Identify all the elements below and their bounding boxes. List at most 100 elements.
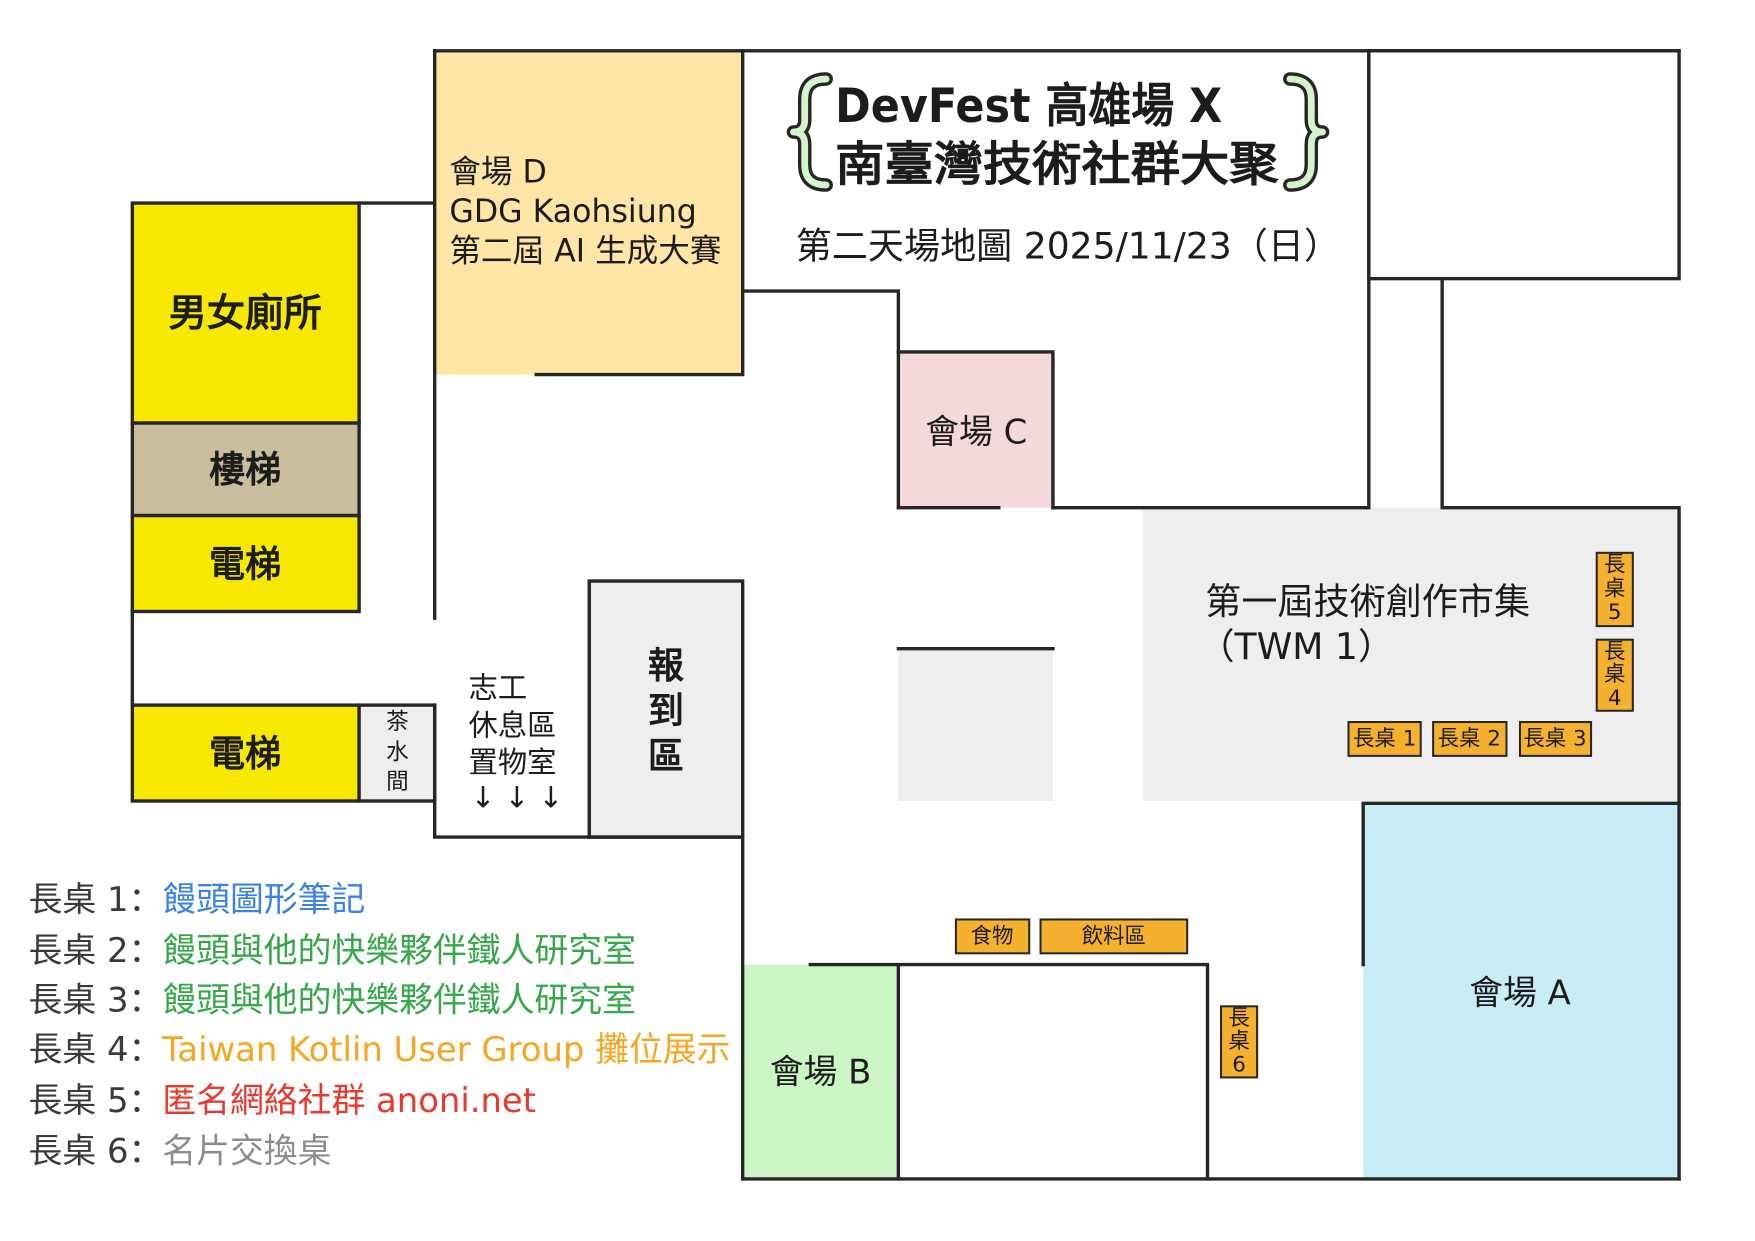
title-line-1: DevFest 高雄場 X — [835, 79, 1222, 134]
wall-lower-corridor — [432, 703, 745, 1181]
top-right-room — [1367, 49, 1681, 281]
food-station: 食物 — [954, 918, 1031, 955]
pantry-label: 茶 水 間 — [386, 709, 409, 795]
drinks-station-label: 飲料區 — [1082, 924, 1146, 949]
volunteer-line: 志工 — [469, 671, 528, 705]
session-d-organizer: GDG Kaohsiung — [449, 194, 696, 230]
session-a-name: 會場 A — [1469, 973, 1571, 1012]
food-station-label: 食物 — [971, 924, 1014, 949]
left-brace-icon-fill — [790, 75, 830, 189]
market-subname: （TWM 1） — [1198, 625, 1394, 668]
table-3-rect — [1518, 721, 1593, 757]
elevator-upper-label: 電梯 — [209, 543, 281, 586]
session-c-name: 會場 C — [925, 413, 1027, 452]
table-6-rect — [1220, 1005, 1259, 1079]
session-b-room — [742, 964, 899, 1179]
wall-title-area — [740, 49, 1371, 510]
table-4-char: 4 — [1608, 686, 1622, 711]
walls — [130, 49, 1681, 1181]
check-in-char: 到 — [648, 689, 684, 732]
table-1: 長桌 1 — [1347, 721, 1422, 757]
pantry-char: 茶 — [386, 709, 409, 735]
session-d-event: 第二屆 AI 生成大賽 — [449, 234, 721, 270]
legend-text: 饅頭圖形筆記 — [162, 880, 365, 919]
legend-row: 長桌 2：饅頭與他的快樂夥伴鐵人研究室 — [29, 930, 636, 969]
table-4-char: 桌 — [1604, 662, 1625, 687]
elevator-lower-label: 電梯 — [209, 732, 281, 775]
table-5-char: 5 — [1608, 600, 1622, 625]
drinks-station-rect — [1039, 918, 1189, 955]
food-station-rect — [954, 918, 1031, 955]
volunteer-room-label: 志工 休息區 置物室 ↓ ↓ ↓ — [469, 671, 564, 814]
legend-row: 長桌 3：饅頭與他的快樂夥伴鐵人研究室 — [29, 980, 636, 1019]
legend-label: 長桌 3： — [29, 980, 163, 1019]
bottom-middle-room — [898, 964, 1208, 1179]
legend-text: 饅頭與他的快樂夥伴鐵人研究室 — [162, 980, 636, 1019]
pantry-char: 間 — [386, 769, 409, 795]
table-6-char: 長 — [1228, 1006, 1249, 1031]
check-in-label: 報 到 區 — [648, 644, 685, 777]
volunteer-line: 休息區 — [469, 708, 557, 742]
wall-left-corridor — [130, 49, 437, 707]
legend-row: 長桌 1：饅頭圖形筆記 — [29, 880, 366, 919]
wall-session-b — [808, 962, 1210, 1181]
title-line-2: 南臺灣技術社群大聚 — [835, 138, 1279, 193]
table-5-rect — [1595, 551, 1634, 628]
volunteer-line: 置物室 — [469, 746, 557, 780]
legend-row: 長桌 5：匿名網絡社群 anoni.net — [29, 1080, 536, 1119]
legend-row: 長桌 6：名片交換桌 — [29, 1131, 332, 1170]
legend-text: 名片交換桌 — [162, 1131, 331, 1170]
table-5-char: 長 — [1604, 553, 1625, 578]
table-4-rect — [1595, 638, 1634, 712]
table-3: 長桌 3 — [1518, 721, 1593, 757]
table-4: 長 桌 4 — [1595, 638, 1634, 712]
legend: 長桌 1：饅頭圖形筆記 長桌 2：饅頭與他的快樂夥伴鐵人研究室 長桌 3：饅頭與… — [29, 880, 731, 1171]
table-2: 長桌 2 — [1432, 721, 1508, 757]
table-4-char: 長 — [1604, 640, 1625, 665]
stairs-block — [130, 421, 361, 518]
table-3-label: 長桌 3 — [1523, 726, 1586, 751]
legend-text: Taiwan Kotlin User Group 攤位展示 — [161, 1030, 730, 1069]
title-block: DevFest 高雄場 X 南臺灣技術社群大聚 第二天場地圖 2025/11/2… — [786, 72, 1340, 267]
session-a-room — [1363, 803, 1680, 1179]
legend-label: 長桌 2： — [29, 930, 163, 969]
restroom-label: 男女廁所 — [168, 291, 321, 336]
restroom-block — [130, 201, 361, 425]
session-d-name: 會場 D — [449, 155, 547, 191]
down-arrows-icon: ↓ ↓ ↓ — [471, 781, 563, 815]
wall-session-d — [534, 49, 745, 377]
legend-row: 長桌 4：Taiwan Kotlin User Group 攤位展示 — [29, 1030, 731, 1069]
table-1-rect — [1347, 721, 1422, 757]
center-block — [898, 648, 1053, 802]
session-b-name: 會場 B — [770, 1052, 872, 1091]
session-c-room — [898, 351, 1053, 508]
stairs-label: 樓梯 — [209, 448, 281, 491]
drinks-station: 飲料區 — [1039, 918, 1189, 955]
elevator-upper-block — [130, 513, 361, 614]
session-d-room — [434, 50, 743, 375]
wall-session-c — [896, 350, 1055, 510]
table-2-rect — [1432, 721, 1508, 757]
table-1-label: 長桌 1 — [1353, 726, 1416, 751]
table-6: 長 桌 6 — [1220, 1005, 1259, 1079]
legend-text: 饅頭與他的快樂夥伴鐵人研究室 — [162, 930, 636, 969]
market-name: 第一屆技術創作市集 — [1205, 580, 1530, 623]
legend-label: 長桌 4： — [29, 1030, 163, 1069]
map-subtitle: 第二天場地圖 2025/11/23（日） — [796, 224, 1340, 267]
check-in-char: 報 — [648, 644, 685, 687]
wall-session-a — [1361, 801, 1681, 967]
legend-label: 長桌 1： — [29, 880, 163, 919]
table-6-char: 桌 — [1228, 1029, 1249, 1054]
legend-label: 長桌 6： — [29, 1131, 163, 1170]
table-2-label: 長桌 2 — [1438, 726, 1501, 751]
wall-right — [1440, 276, 1681, 1181]
check-in-char: 區 — [648, 734, 684, 777]
table-6-char: 6 — [1232, 1053, 1246, 1078]
table-5-char: 桌 — [1604, 576, 1625, 601]
right-brace-icon-fill — [1286, 75, 1326, 189]
legend-text: 匿名網絡社群 anoni.net — [162, 1080, 536, 1119]
legend-label: 長桌 5： — [29, 1080, 163, 1119]
pantry-block — [357, 703, 437, 803]
pantry-char: 水 — [386, 739, 409, 765]
